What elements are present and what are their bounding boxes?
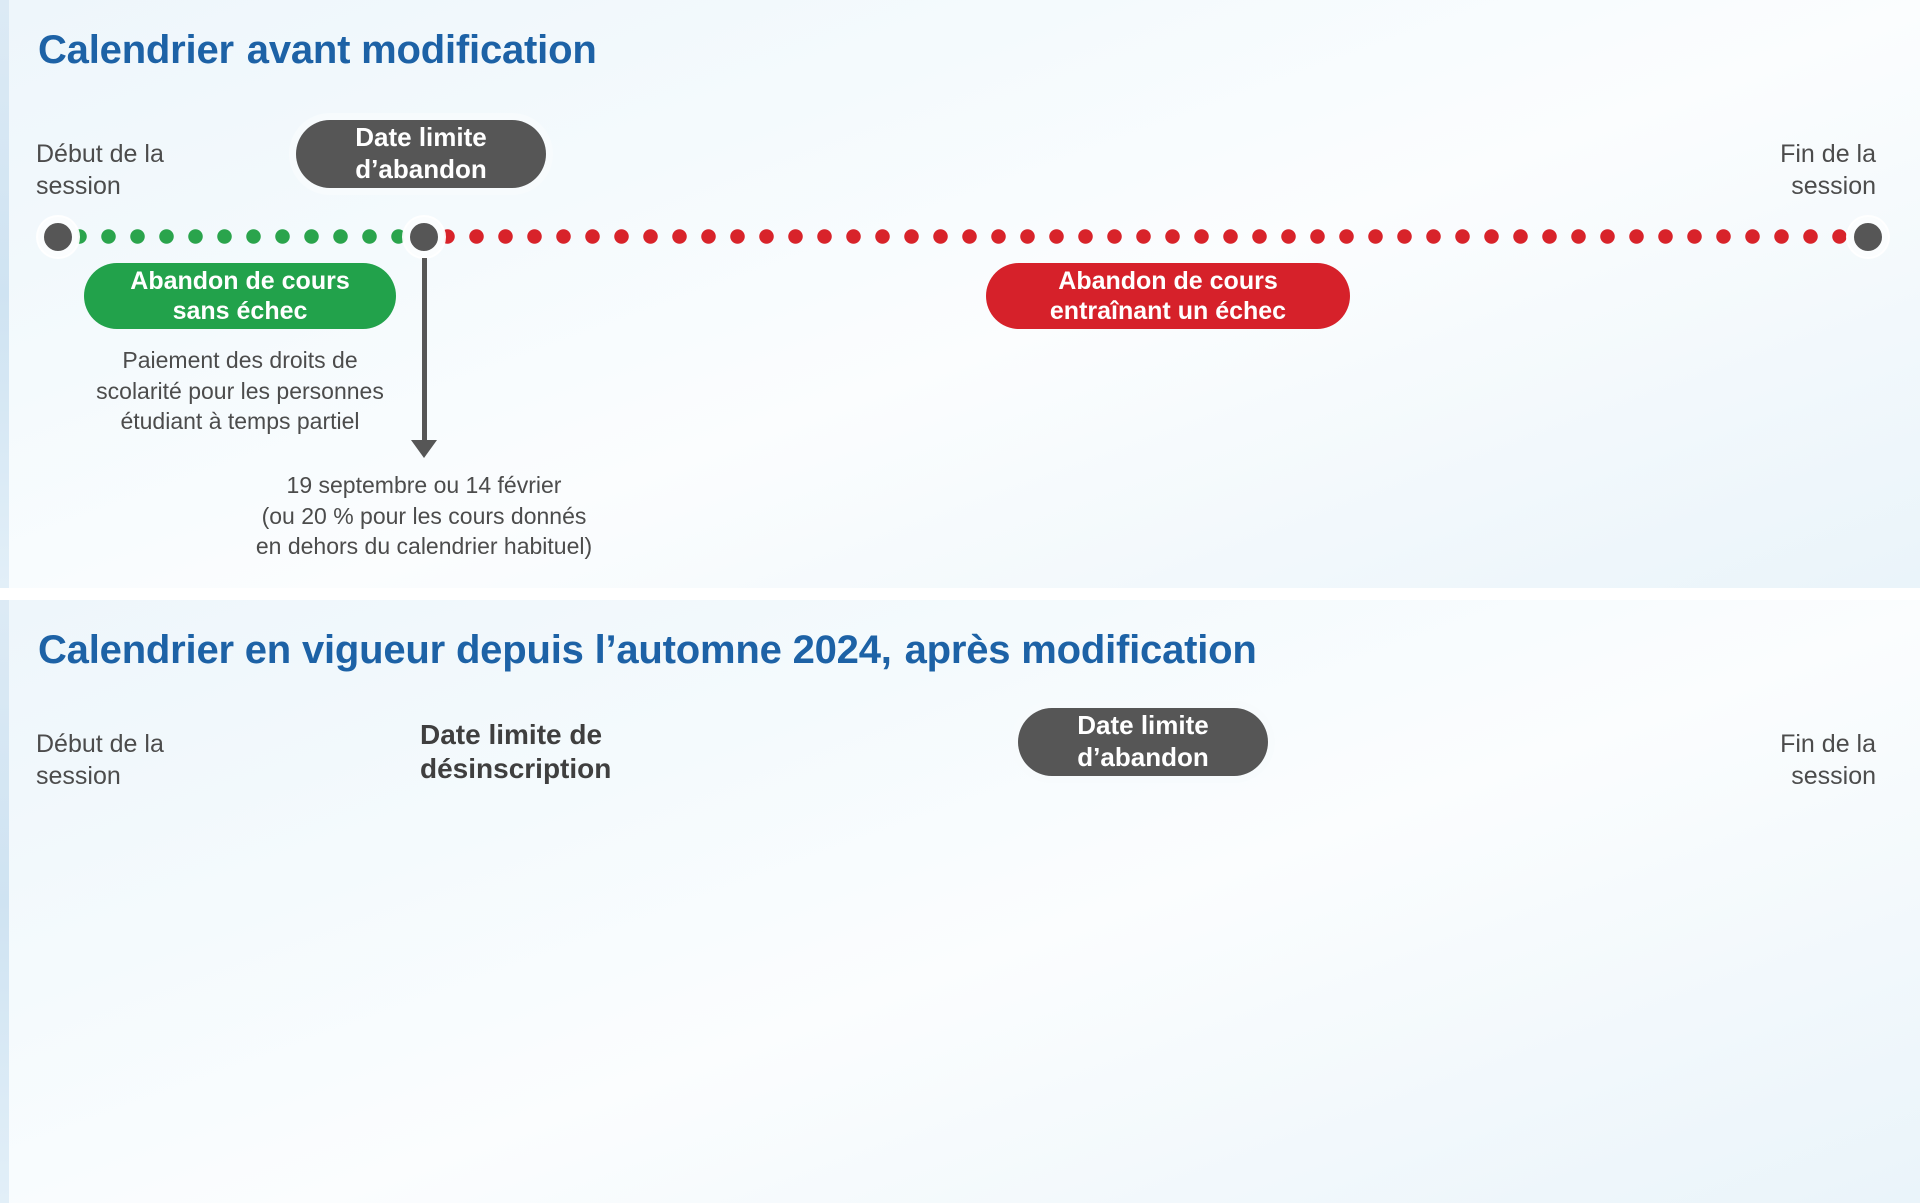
before-node-end [1848,217,1888,257]
before-end-session-label-line1: Fin de la [1780,140,1876,168]
panel-after-title-plain: Calendrier en vigueur depuis l’automne 2… [38,628,892,672]
panel-before-title-highlight-wrap: avant modification [244,28,599,78]
after-end-session-label: Fin de la session [1636,728,1876,792]
before-deadline-note-line1: 19 septembre ou 14 février [286,472,562,498]
panel-before-title: Calendrier avant modification [38,28,599,78]
before-end-session-label-line2: session [1791,172,1876,200]
after-start-session-label: Début de la session [36,728,256,792]
before-date-limite-abandon-line1: Date limite [355,122,487,153]
before-green-note: Paiement des droits de scolarité pour le… [66,345,414,437]
before-deadline-arrow [404,258,444,458]
after-start-session-label-line1: Début de la [36,730,164,758]
before-deadline-note-line3: en dehors du calendrier habituel) [255,533,593,560]
before-start-session-label-line2: session [36,172,121,200]
before-start-session-label: Début de la session [36,138,256,202]
panel-after-title-highlight: après modification [904,628,1257,672]
before-date-limite-abandon-line2: d’abandon [355,154,487,184]
before-green-note-line1: Paiement des droits de [122,347,358,373]
panel-after-title-highlight-wrap: après modification [902,628,1259,678]
panel-before-modification: Calendrier avant modification Début de l… [0,0,1920,588]
before-deadline-note-line2: (ou 20 % pour les cours donnés [261,502,587,529]
before-segment-red-dots [440,229,1856,244]
before-timeline [0,217,1920,257]
before-green-note-line3: étudiant à temps partiel [120,408,360,435]
before-node-date-limite-abandon [404,217,444,257]
before-node-start [38,217,78,257]
before-date-limite-abandon-pill: Date limite d’abandon [296,120,546,188]
before-green-badge: Abandon de cours sans échec [84,263,396,329]
before-red-badge-line2: entraînant un échec [1049,297,1287,325]
before-segment-green-dots [72,229,410,244]
before-green-badge-line2: sans échec [172,297,308,325]
after-start-session-label-line2: session [36,762,121,790]
before-end-session-label: Fin de la session [1636,138,1876,202]
after-end-session-label-line2: session [1791,762,1876,790]
before-red-badge-line1: Abandon de cours [1058,266,1278,295]
panel-after-title: Calendrier en vigueur depuis l’automne 2… [38,628,1259,678]
before-deadline-arrow-head [411,440,437,458]
before-green-note-line2: scolarité pour les personnes [96,377,384,404]
panel-after-modification: Calendrier en vigueur depuis l’automne 2… [0,600,1920,1203]
before-red-badge: Abandon de cours entraînant un échec [986,263,1350,329]
panel-before-title-plain: Calendrier [38,28,234,72]
after-date-limite-abandon-line2: d’abandon [1077,742,1209,772]
after-end-session-label-line1: Fin de la [1780,730,1876,758]
before-deadline-note: 19 septembre ou 14 février (ou 20 % pour… [228,470,620,562]
before-deadline-arrow-shaft [421,258,427,440]
after-date-limite-abandon-line1: Date limite [1077,710,1209,741]
after-date-limite-abandon-pill: Date limite d’abandon [1018,708,1268,776]
before-green-badge-line1: Abandon de cours [130,266,350,295]
panel-before-title-highlight: avant modification [246,28,597,72]
before-start-session-label-line1: Début de la [36,140,164,168]
